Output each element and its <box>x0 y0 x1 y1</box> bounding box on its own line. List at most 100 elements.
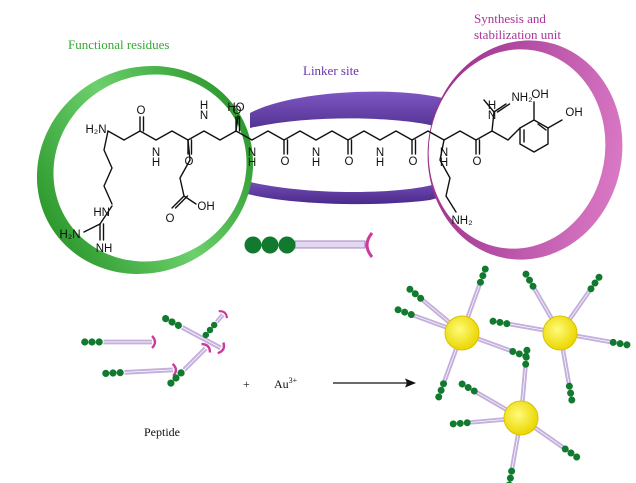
residue-bead <box>407 311 415 319</box>
residue-bead <box>565 382 573 390</box>
peptide-rod <box>442 345 457 381</box>
hydrogen-label: H <box>440 157 448 169</box>
residue-bead <box>508 467 516 475</box>
residue-bead <box>573 453 581 461</box>
oxygen-label: O <box>233 105 242 117</box>
peptide-rod <box>475 392 509 413</box>
residue-bead <box>449 420 457 428</box>
bond <box>103 130 113 205</box>
peptide-rod <box>182 346 206 370</box>
peptide-rod <box>124 367 173 372</box>
guanidine-nh-label: NH <box>96 243 113 255</box>
peptide-rod <box>216 314 225 324</box>
peptide-rod <box>519 366 526 405</box>
residue-bead <box>456 419 464 427</box>
gold-nanoparticle <box>489 270 631 404</box>
linker-site-label: Linker site <box>303 63 359 78</box>
residue-bead <box>244 236 262 254</box>
bond <box>439 139 457 213</box>
residue-bead <box>162 315 170 323</box>
residue-bead <box>401 308 409 316</box>
residue-bead <box>595 273 603 281</box>
peptide-rod <box>534 287 555 321</box>
residue-bead <box>481 265 489 273</box>
free-peptide-short <box>202 310 229 339</box>
residue-bead <box>567 449 575 457</box>
peptide-rod <box>477 390 511 411</box>
peptide-rod <box>421 300 452 326</box>
peptide-rod <box>532 424 565 447</box>
catechol-oh2-label: OH <box>565 107 582 119</box>
peptide-rod <box>294 240 366 249</box>
residue-bead <box>522 360 530 368</box>
oxygen-label: O <box>473 156 482 168</box>
residue-bead <box>177 369 185 377</box>
bound-peptide <box>555 342 576 404</box>
peptide-rod <box>531 426 563 450</box>
peptide-rod <box>413 315 449 331</box>
peptide-cap <box>151 335 157 349</box>
functional-residues-label: Functional residues <box>68 37 169 52</box>
residue-bead <box>206 326 214 334</box>
residue-bead <box>522 270 530 278</box>
gold-core <box>542 315 578 351</box>
residue-bead <box>437 386 445 394</box>
residue-bead <box>167 379 175 387</box>
residue-bead <box>463 419 471 427</box>
hydrogen-label: H <box>488 100 496 112</box>
bound-peptide <box>459 265 489 325</box>
hydrogen-label: H <box>376 157 384 169</box>
double-bond <box>496 103 511 113</box>
peptide-rod <box>215 313 223 322</box>
peptide-cap <box>171 362 178 377</box>
bond <box>183 195 197 205</box>
residue-bead <box>506 474 514 482</box>
peptide-rod <box>124 370 174 375</box>
residue-bead <box>81 338 89 346</box>
residue-bead <box>116 369 124 377</box>
residue-bead <box>210 321 218 329</box>
residue-bead <box>417 294 425 302</box>
free-peptide <box>102 362 178 377</box>
residue-bead <box>172 374 180 382</box>
peptide-rod <box>566 289 589 322</box>
residue-bead <box>88 338 96 346</box>
residue-bead <box>476 278 484 286</box>
residue-bead <box>529 282 537 290</box>
residue-bead <box>515 350 523 358</box>
residue-bead <box>394 306 402 314</box>
peptide-rod <box>469 416 508 423</box>
residue-bead <box>489 317 497 325</box>
free-peptide <box>167 342 212 387</box>
peptide-rod <box>423 298 453 324</box>
peptide-rod <box>467 285 482 321</box>
peptide-label: Peptide <box>144 425 180 439</box>
bond <box>547 119 563 129</box>
residue-bead <box>567 389 575 397</box>
aromatic-bond <box>537 123 547 131</box>
residue-bead <box>168 318 176 326</box>
gold-nanoparticle <box>449 346 581 483</box>
residue-bead <box>509 347 517 355</box>
residue-bead <box>406 285 414 293</box>
residue-bead <box>411 290 419 298</box>
peptide-rod <box>464 284 480 320</box>
residue-bead <box>496 318 504 326</box>
amine-label: H₂N <box>85 124 106 136</box>
residue-bead <box>623 341 631 349</box>
acid-oxygen-label: O <box>166 213 175 225</box>
peptide-cap <box>201 342 212 353</box>
residue-bead <box>503 320 511 328</box>
peptide-rod <box>181 327 221 350</box>
peptide-rod <box>562 346 572 384</box>
free-peptide <box>81 335 157 349</box>
peptide-rod <box>474 338 510 353</box>
gold-core <box>444 315 480 351</box>
schematic-layer <box>81 232 631 483</box>
gold-core <box>503 400 539 436</box>
gold-nanoparticle <box>394 265 530 401</box>
synthesis-ring <box>427 40 623 260</box>
residue-bead <box>261 236 279 254</box>
synthesis-label-line1: Synthesis and <box>474 11 546 26</box>
